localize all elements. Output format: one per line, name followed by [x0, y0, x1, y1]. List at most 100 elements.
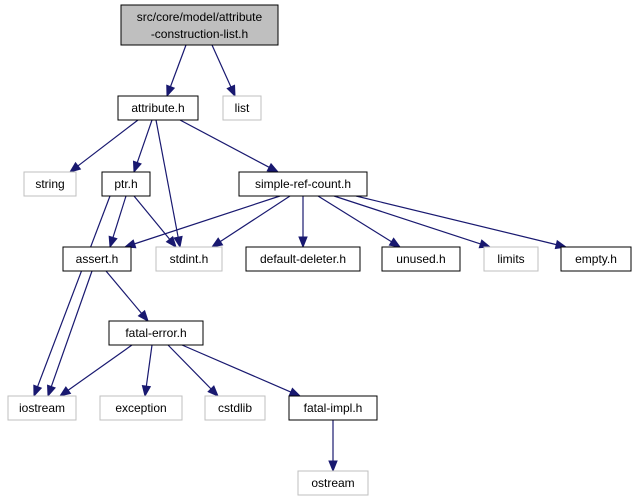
- node-ostream-label: ostream: [311, 476, 354, 490]
- edge-fatal-impl-to-ostream: [328, 420, 338, 473]
- edge-simple-ref-count-to-stdint: [210, 195, 291, 248]
- node-stdint[interactable]: stdint.h: [155, 246, 223, 272]
- edge-root-to-list: [211, 44, 236, 98]
- node-default-deleter[interactable]: default-deleter.h: [245, 246, 361, 272]
- edge-line: [145, 344, 153, 387]
- node-unused[interactable]: unused.h: [381, 246, 461, 272]
- arrowhead-icon: [298, 236, 308, 249]
- node-exception-label: exception: [115, 401, 166, 415]
- node-attribute-label: attribute.h: [131, 101, 184, 115]
- edge-fatal-error-to-exception: [141, 344, 153, 398]
- node-attribute[interactable]: attribute.h: [117, 95, 199, 121]
- edge-line: [112, 195, 127, 238]
- arrowhead-icon: [210, 237, 224, 248]
- edge-line: [211, 44, 232, 88]
- node-root[interactable]: src/core/model/attribute -construction-l…: [120, 4, 279, 46]
- arrowhead-icon: [226, 84, 236, 98]
- arrowhead-icon: [266, 162, 280, 173]
- edge-line: [155, 119, 179, 238]
- edge-attribute-to-stdint: [155, 119, 183, 249]
- node-limits[interactable]: limits: [483, 246, 539, 272]
- arrowhead-icon: [58, 386, 72, 397]
- edge-line: [220, 195, 291, 243]
- edge-attribute-to-simple-ref-count: [179, 119, 280, 173]
- edge-line: [181, 344, 292, 393]
- node-simple-ref-count[interactable]: simple-ref-count.h: [238, 171, 368, 197]
- node-cstdlib[interactable]: cstdlib: [204, 395, 266, 421]
- edge-simple-ref-count-to-unused: [317, 195, 402, 248]
- edge-fatal-error-to-fatal-impl: [181, 344, 302, 397]
- edge-fatal-error-to-iostream: [58, 344, 133, 397]
- node-default-deleter-label: default-deleter.h: [260, 252, 346, 266]
- node-list-label: list: [235, 101, 250, 115]
- edge-line: [133, 195, 171, 240]
- arrowhead-icon: [173, 235, 183, 249]
- node-list[interactable]: list: [222, 95, 262, 121]
- node-ptr-label: ptr.h: [114, 177, 137, 191]
- edge-attribute-to-ptr: [132, 119, 153, 174]
- node-limits-label: limits: [497, 252, 524, 266]
- edge-assert-to-iostream: [47, 270, 93, 398]
- node-string[interactable]: string: [23, 171, 77, 197]
- edge-line: [169, 44, 187, 87]
- edge-simple-ref-count-to-default-deleter: [298, 196, 308, 249]
- edge-line: [179, 119, 270, 168]
- arrowhead-icon: [108, 235, 118, 249]
- node-assert-label: assert.h: [76, 252, 119, 266]
- node-empty[interactable]: empty.h: [560, 246, 632, 272]
- node-fatal-error[interactable]: fatal-error.h: [108, 320, 204, 346]
- node-iostream-label: iostream: [19, 401, 65, 415]
- edge-assert-to-fatal-error: [105, 270, 149, 323]
- arrowhead-icon: [137, 309, 149, 323]
- node-unused-label: unused.h: [396, 252, 445, 266]
- node-root-label-line2: -construction-list.h: [151, 27, 248, 41]
- arrowhead-icon: [165, 235, 177, 249]
- arrowhead-icon: [47, 384, 56, 398]
- node-cstdlib-label: cstdlib: [218, 401, 252, 415]
- edge-simple-ref-count-to-assert: [123, 195, 281, 249]
- edge-line: [355, 195, 557, 246]
- edge-simple-ref-count-to-empty: [355, 195, 568, 250]
- node-fatal-impl-label: fatal-impl.h: [304, 401, 363, 415]
- arrowhead-icon: [166, 84, 176, 98]
- edge-fatal-error-to-cstdlib: [167, 344, 219, 397]
- edge-root-to-attribute: [166, 44, 187, 98]
- edge-ptr-to-stdint: [133, 195, 177, 249]
- arrowhead-icon: [141, 384, 152, 398]
- node-exception[interactable]: exception: [99, 395, 183, 421]
- edge-line: [36, 195, 111, 387]
- node-fatal-error-label: fatal-error.h: [125, 326, 186, 340]
- edge-line: [77, 119, 139, 167]
- node-empty-label: empty.h: [575, 252, 617, 266]
- arrowhead-icon: [328, 460, 338, 473]
- edge-line: [136, 119, 153, 163]
- edge-simple-ref-count-to-limits: [333, 195, 492, 249]
- node-stdint-label: stdint.h: [170, 252, 209, 266]
- node-ptr[interactable]: ptr.h: [101, 171, 151, 197]
- node-fatal-impl[interactable]: fatal-impl.h: [288, 395, 378, 421]
- arrowhead-icon: [288, 387, 302, 397]
- edge-line: [50, 270, 93, 387]
- arrowhead-icon: [132, 160, 142, 174]
- edge-line: [105, 270, 143, 314]
- edge-ptr-to-assert: [108, 195, 127, 249]
- arrowhead-icon: [68, 161, 82, 173]
- edge-line: [317, 195, 392, 243]
- edges-layer: [33, 44, 568, 473]
- node-assert[interactable]: assert.h: [62, 246, 132, 272]
- node-iostream[interactable]: iostream: [7, 395, 77, 421]
- arrowhead-icon: [207, 385, 219, 397]
- node-string-label: string: [35, 177, 64, 191]
- edge-line: [67, 344, 133, 391]
- edge-line: [167, 344, 212, 390]
- node-ostream[interactable]: ostream: [297, 470, 369, 496]
- arrowhead-icon: [33, 384, 43, 398]
- edge-line: [333, 195, 481, 245]
- edge-attribute-to-string: [68, 119, 139, 173]
- node-simple-ref-count-label: simple-ref-count.h: [255, 177, 351, 191]
- arrowhead-icon: [388, 237, 402, 248]
- edge-line: [134, 195, 281, 245]
- node-root-label-line1: src/core/model/attribute: [137, 10, 263, 24]
- edge-ptr-to-iostream: [33, 195, 111, 398]
